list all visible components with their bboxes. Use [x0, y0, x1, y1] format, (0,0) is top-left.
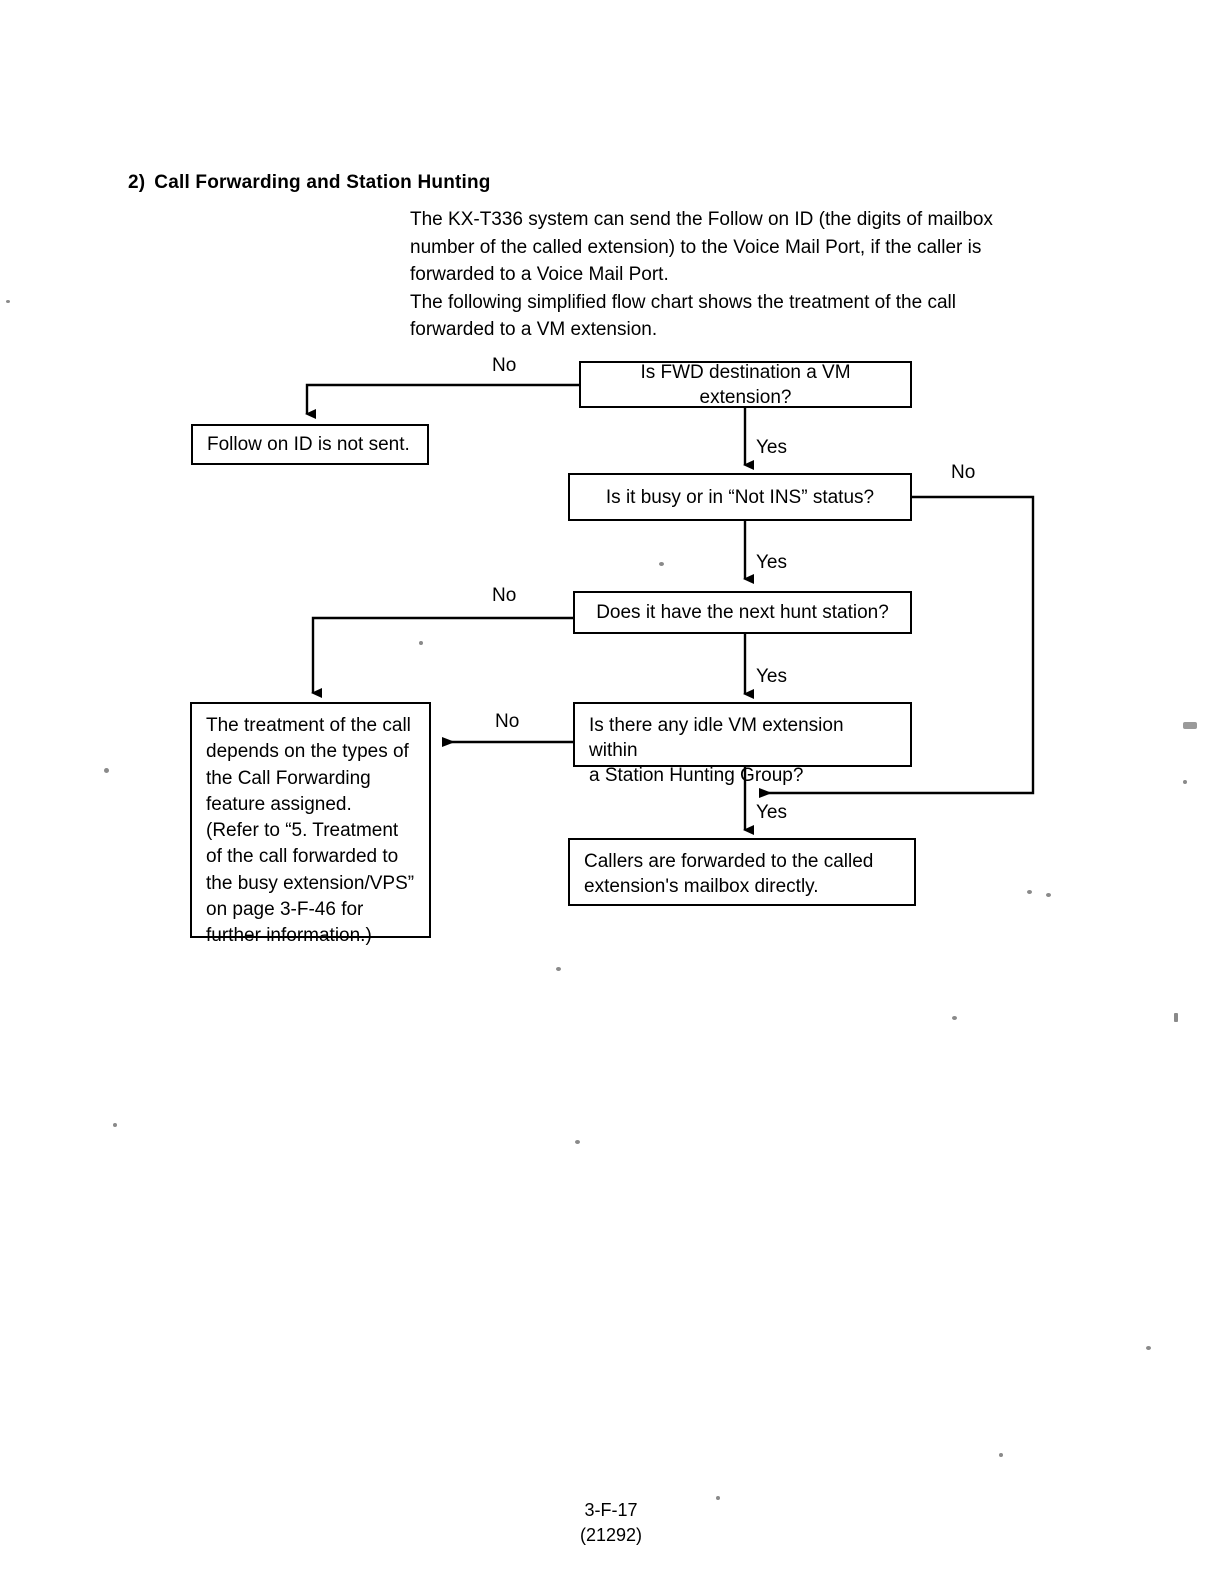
intro-text-block: The KX-T336 system can send the Follow o…	[410, 206, 1035, 344]
edge-label-yes-3: Yes	[756, 666, 787, 687]
node-t2: The treatment of the call depends on the…	[190, 702, 431, 946]
scan-speck	[952, 1016, 957, 1020]
flow-chart: Is FWD destination a VM extension? Follo…	[190, 355, 1035, 946]
scan-speck	[659, 562, 664, 566]
scan-speck	[1046, 893, 1051, 897]
scan-speck	[1146, 1346, 1151, 1350]
node-q4-line-1: Is there any idle VM extension within	[589, 715, 844, 761]
node-t2-line-3: the Call Forwarding	[206, 767, 371, 789]
edge-label-yes-2: Yes	[756, 552, 787, 573]
footer-page-number: 3-F-17	[584, 1500, 638, 1520]
node-q2-text: Is it busy or in “Not INS” status?	[605, 486, 875, 508]
footer-code: (21292)	[579, 1525, 643, 1545]
scan-speck	[1183, 722, 1197, 729]
node-q3-text: Does it have the next hunt station?	[596, 602, 889, 623]
scan-speck	[716, 1496, 720, 1500]
node-t2-text: The treatment of the call depends on the…	[192, 704, 429, 950]
edge-q1-no	[305, 383, 579, 419]
intro-paragraph-2: The following simplified flow chart show…	[410, 291, 956, 341]
edge-label-no-1: No	[492, 355, 517, 376]
node-t3-text: Callers are forwarded to the called exte…	[570, 840, 914, 899]
node-t2-line-1: The treatment of the call	[206, 715, 411, 736]
node-t2-line-5: (Refer to “5. Treatment	[206, 820, 399, 842]
edge-label-no-2: No	[951, 462, 976, 483]
node-t2-line-2: depends on the types of	[206, 741, 409, 763]
section-number: 2)	[128, 172, 146, 193]
page-footer: 3-F-17 (21292)	[0, 1498, 1222, 1548]
node-q4: Is there any idle VM extension within a …	[573, 702, 912, 786]
intro-paragraph-1: The KX-T336 system can send the Follow o…	[410, 209, 993, 285]
node-q2: Is it busy or in “Not INS” status?	[568, 473, 912, 521]
scan-speck	[575, 1140, 580, 1144]
node-t2-line-6: of the call forwarded to	[206, 846, 399, 868]
scan-speck	[1027, 890, 1032, 894]
edge-q3-no	[311, 616, 573, 698]
node-t1-text: Follow on ID is not sent.	[207, 434, 410, 455]
scan-speck	[556, 967, 561, 971]
section-title-text: Call Forwarding and Station Hunting	[154, 172, 491, 193]
node-t2-line-7: the busy extension/VPS”	[206, 872, 415, 894]
node-t2-line-9: further information.)	[206, 925, 372, 947]
node-t3: Callers are forwarded to the called exte…	[568, 838, 916, 906]
scan-speck	[6, 300, 10, 303]
node-q4-text: Is there any idle VM extension within a …	[575, 704, 910, 788]
edge-label-yes-4: Yes	[756, 802, 787, 823]
scan-speck	[999, 1453, 1003, 1457]
page-title: 2) Call Forwarding and Station Hunting	[128, 172, 491, 194]
flow-chart-connectors	[305, 383, 1035, 835]
edge-label-no-4: No	[495, 711, 520, 732]
edge-label-yes-1: Yes	[756, 437, 787, 458]
node-q4-line-2: a Station Hunting Group?	[589, 765, 804, 786]
node-t2-line-8: on page 3-F-46 for	[206, 899, 364, 921]
node-q3: Does it have the next hunt station?	[573, 591, 912, 634]
scan-speck	[1183, 780, 1187, 784]
node-t2-line-4: feature assigned.	[206, 793, 352, 815]
node-t3-line-2: extension's mailbox directly.	[584, 876, 819, 897]
scan-speck	[1174, 1013, 1178, 1022]
edge-q2-no	[759, 495, 1035, 798]
edge-label-no-3: No	[492, 585, 517, 606]
node-t3-line-1: Callers are forwarded to the called	[584, 851, 874, 872]
scan-speck	[419, 641, 423, 645]
scan-speck	[104, 768, 109, 773]
scan-speck	[113, 1123, 117, 1127]
node-q1: Is FWD destination a VM extension?	[579, 361, 912, 408]
node-t1: Follow on ID is not sent.	[191, 424, 429, 465]
node-q1-text: Is FWD destination a VM extension?	[640, 361, 851, 408]
